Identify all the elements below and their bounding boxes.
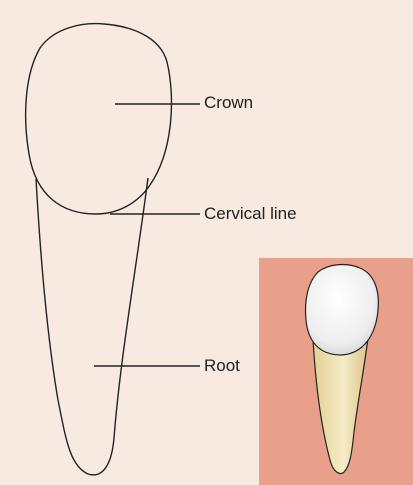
root-outline [36, 178, 148, 475]
inset-crown [306, 265, 379, 355]
root-label: Root [204, 356, 240, 376]
inset-tooth-illustration [259, 258, 413, 485]
crown-outline [26, 24, 172, 214]
cervical-line-label: Cervical line [204, 204, 297, 224]
crown-label: Crown [204, 93, 253, 113]
